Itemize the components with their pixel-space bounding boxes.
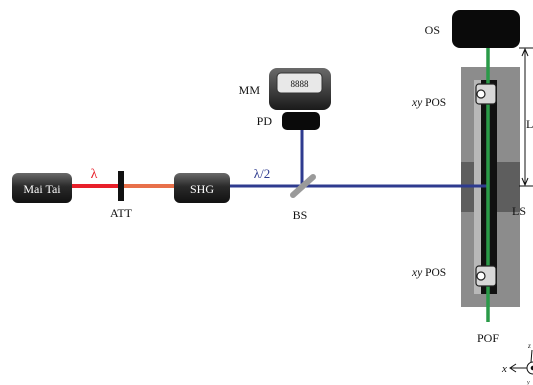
multimeter-label: MM	[239, 83, 261, 97]
length-label: L	[526, 117, 533, 131]
beamsplitter	[290, 174, 316, 198]
attenuator	[118, 171, 124, 201]
axis-z-label: z	[527, 342, 531, 350]
oscilloscope-label: OS	[425, 23, 440, 37]
multimeter-display	[276, 72, 323, 94]
oscilloscope-box	[452, 10, 520, 48]
fiber-label: POF	[477, 331, 499, 345]
mai-tai-laser	[12, 173, 72, 203]
bottom-positioner	[475, 265, 497, 287]
length-dimension	[519, 47, 533, 187]
bottom-positioner-label: xy POS	[411, 267, 446, 279]
second-harmonic-label: λ/2	[254, 166, 270, 181]
shg-label: SHG	[190, 182, 214, 196]
laser-label: Mai Tai	[23, 182, 61, 196]
beamsplitter-label: BS	[293, 208, 308, 222]
axes-icon	[509, 349, 533, 375]
light-sheet-label: LS	[512, 204, 526, 218]
fundamental-label: λ	[91, 167, 98, 182]
top-positioner	[475, 83, 497, 105]
multimeter-display-text: 8888	[291, 79, 310, 89]
photodiode-label: PD	[257, 114, 273, 128]
axis-x-label: x	[501, 363, 507, 375]
top-positioner-label: xy POS	[411, 97, 446, 109]
shg-crystal	[174, 173, 230, 203]
attenuator-label: ATT	[110, 206, 133, 220]
axis-y-label: y	[526, 380, 530, 385]
photodiode	[282, 112, 320, 130]
